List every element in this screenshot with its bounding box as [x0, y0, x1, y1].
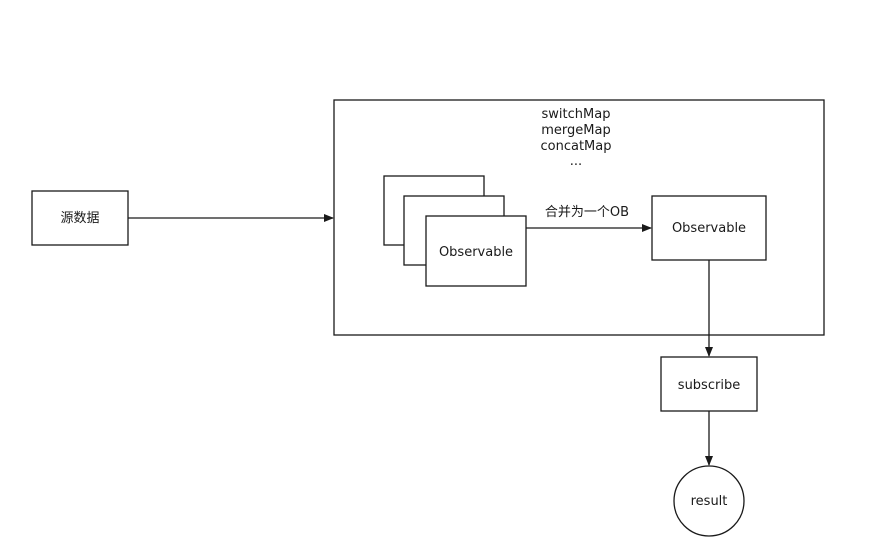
subscribe-node: subscribe	[660, 356, 758, 412]
operator-ellipsis-label: ...	[570, 154, 582, 169]
merged-observable-node: Observable	[651, 195, 767, 261]
operator-mergemap-label: mergeMap	[541, 123, 610, 138]
merge-arrow-label: 合并为一个OB	[545, 205, 629, 220]
operator-concatmap-label: concatMap	[541, 139, 612, 154]
result-node: result	[673, 465, 745, 537]
source-data-label: 源数据	[60, 211, 99, 226]
source-data-node: 源数据	[31, 190, 129, 246]
observable-stack: Observable	[383, 175, 527, 287]
observable-stack-front	[425, 215, 527, 287]
observable-stack-label: Observable	[439, 245, 513, 260]
merged-observable-label: Observable	[672, 221, 746, 236]
subscribe-label: subscribe	[678, 378, 740, 393]
operator-switchmap-label: switchMap	[542, 107, 611, 122]
result-label: result	[691, 494, 728, 509]
